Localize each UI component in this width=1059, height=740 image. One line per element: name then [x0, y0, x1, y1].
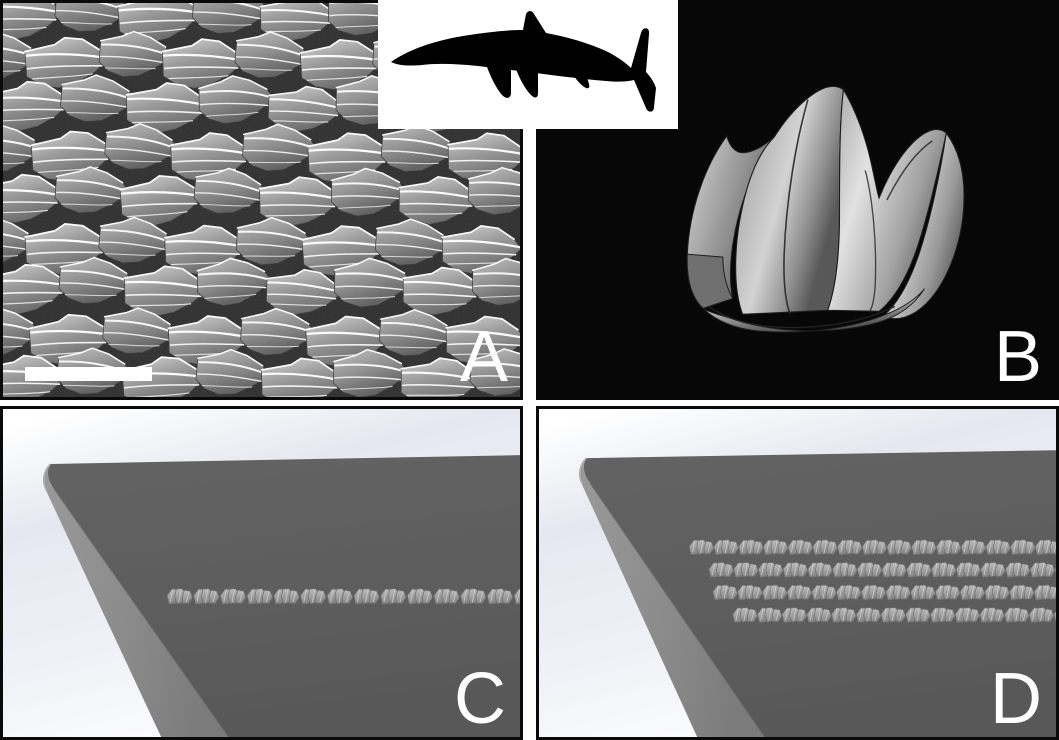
shark-silhouette-inset — [378, 0, 678, 129]
foil-four-row-model — [539, 409, 1056, 737]
panel-label-d: D — [990, 659, 1042, 739]
panel-label-b: B — [993, 317, 1042, 397]
shark-silhouette-shape — [391, 11, 656, 112]
scale-bar — [25, 367, 152, 381]
panel-label-a: A — [459, 317, 508, 397]
foil-single-row-model — [3, 409, 520, 737]
panel-label-c: C — [454, 659, 506, 739]
denticle-row-1 — [689, 540, 1056, 555]
panel-c: C — [0, 406, 523, 740]
panel-d: D — [536, 406, 1059, 740]
